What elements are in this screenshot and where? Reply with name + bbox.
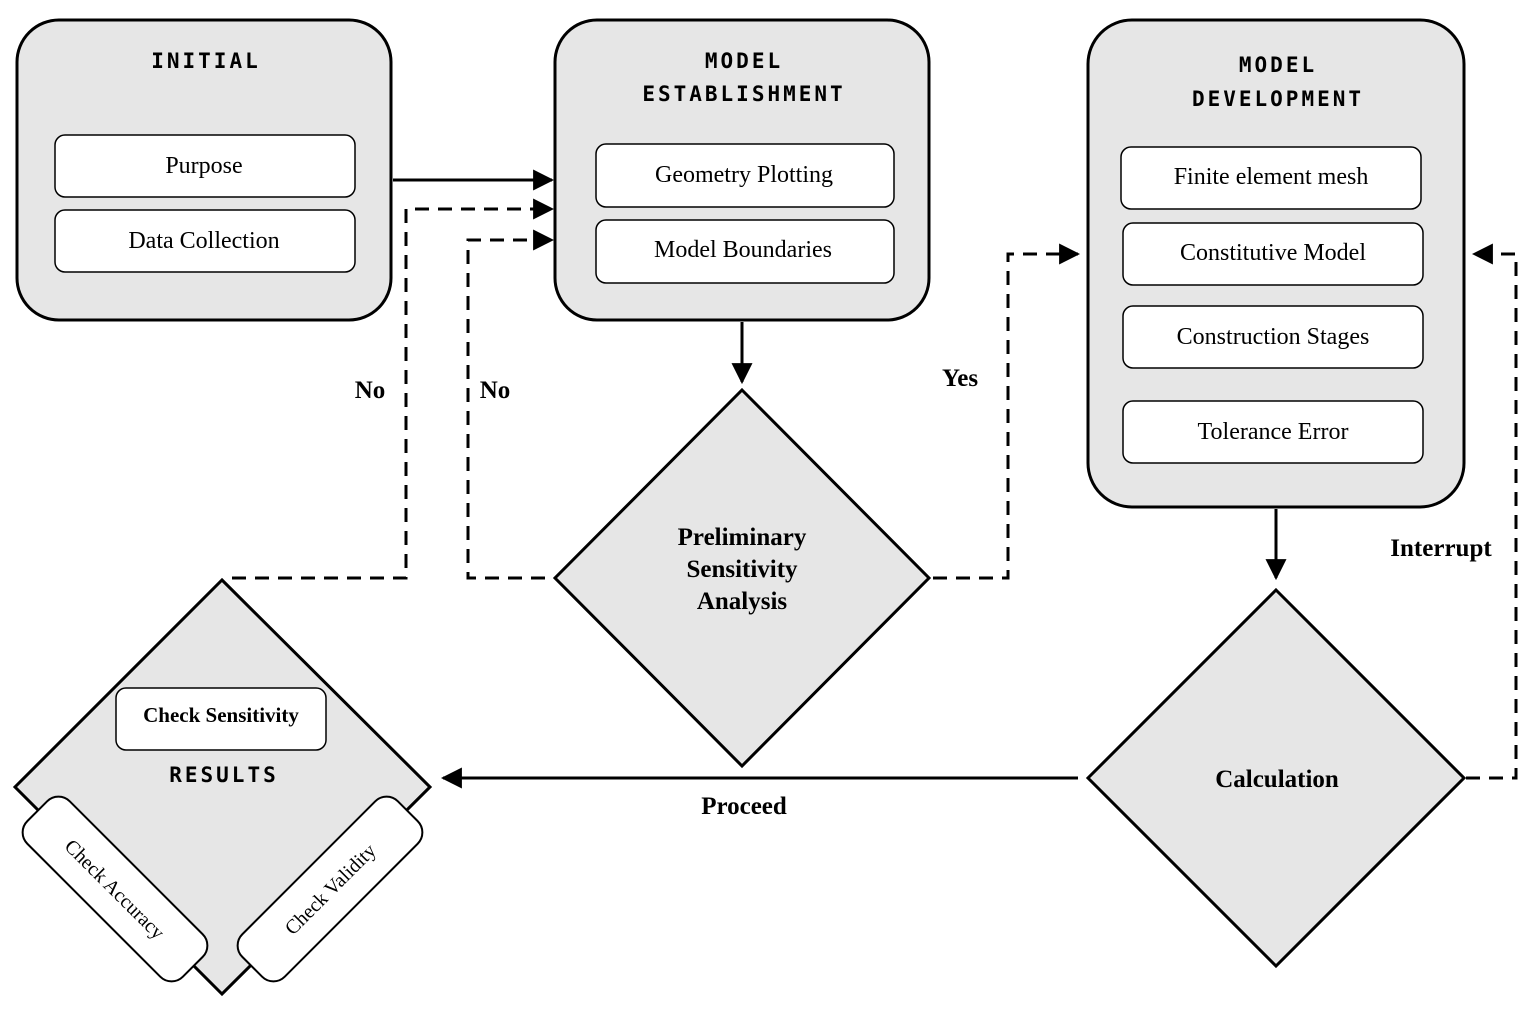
model-development-box: MODEL DEVELOPMENT Finite element mesh Co… — [1086, 18, 1466, 509]
preliminary-line3: Analysis — [697, 588, 788, 615]
initial-item-purpose: Purpose — [165, 153, 242, 179]
establishment-item-boundaries: Model Boundaries — [654, 237, 832, 263]
edge-interrupt — [1466, 243, 1518, 780]
development-item-constitutive: Constitutive Model — [1180, 240, 1366, 266]
results-diamond: Check Sensitivity RESULTS Check Accuracy… — [12, 577, 433, 997]
label-interrupt: Interrupt — [1390, 535, 1492, 562]
preliminary-diamond: Preliminary Sensitivity Analysis — [552, 387, 932, 769]
initial-item-data-collection: Data Collection — [128, 228, 279, 254]
development-item-tolerance: Tolerance Error — [1198, 419, 1349, 445]
preliminary-line1: Preliminary — [678, 524, 807, 551]
calculation-diamond: Calculation — [1085, 587, 1467, 969]
initial-title: INITIAL — [151, 49, 261, 73]
results-title: RESULTS — [169, 763, 279, 787]
label-yes: Yes — [942, 365, 978, 392]
edge-yes — [933, 243, 1081, 580]
label-no-left: No — [355, 377, 386, 404]
establishment-title-line1: MODEL — [705, 49, 783, 73]
development-item-stages: Construction Stages — [1177, 324, 1370, 350]
label-proceed: Proceed — [701, 793, 787, 820]
initial-box: INITIAL Purpose Data Collection — [15, 18, 393, 322]
preliminary-line2: Sensitivity — [686, 556, 798, 583]
label-no-right: No — [480, 377, 511, 404]
development-title-line2: DEVELOPMENT — [1192, 87, 1364, 111]
model-establishment-box: MODEL ESTABLISHMENT Geometry Plotting Mo… — [553, 18, 931, 322]
development-title-line1: MODEL — [1239, 53, 1317, 77]
development-item-mesh: Finite element mesh — [1174, 164, 1369, 190]
calculation-label: Calculation — [1215, 766, 1339, 793]
edge-no-results — [232, 198, 555, 580]
establishment-item-geometry: Geometry Plotting — [655, 162, 833, 188]
establishment-title-line2: ESTABLISHMENT — [642, 82, 845, 106]
edge-no-preliminary — [466, 229, 555, 580]
results-check-sensitivity: Check Sensitivity — [143, 703, 299, 727]
